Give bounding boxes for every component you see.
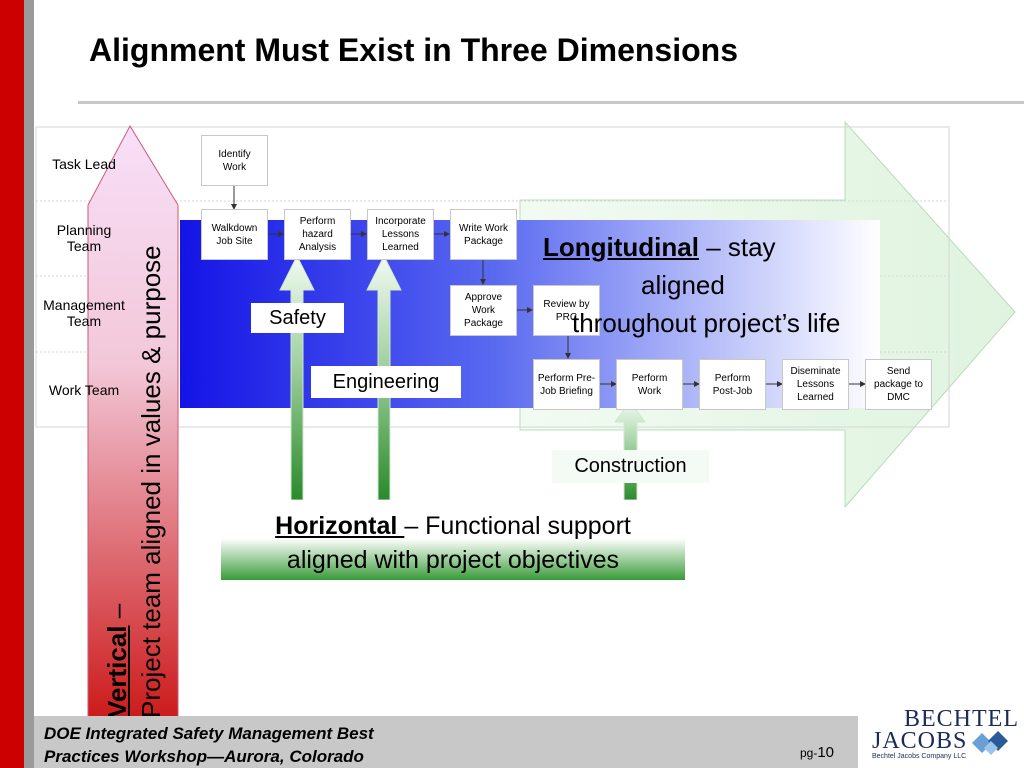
vertical-heading: Vertical [102, 625, 132, 718]
lane-label-management-team: Management Team [43, 297, 125, 329]
footer-line-1: DOE Integrated Safety Management Best [44, 724, 374, 743]
vertical-text-1: – [102, 603, 132, 626]
step-identify-work: Identify Work [201, 135, 268, 186]
logo-name-bottom: JACOBS [872, 728, 968, 754]
step-post-job: Perform Post-Job [699, 359, 766, 410]
step-approve-work-package: Approve Work Package [450, 285, 517, 336]
slide-title: Alignment Must Exist in Three Dimensions [89, 32, 738, 68]
swimlane-frame [35, 126, 950, 428]
lane-label-planning-team: Planning Team [56, 222, 112, 254]
page-number: pg-10 [800, 744, 834, 762]
logo-diamond-icon [972, 731, 1008, 755]
longitudinal-text-3: throughout project’s life [572, 308, 841, 338]
bechtel-jacobs-logo: BECHTEL JACOBS Bechtel Jacobs Company LL… [872, 706, 1019, 766]
longitudinal-text-2: aligned [641, 270, 725, 300]
footer-caption: DOE Integrated Safety Management Best Pr… [44, 722, 374, 768]
step-send-package-dmc: Send package to DMC [865, 359, 932, 410]
logo-tagline: Bechtel Jacobs Company LLC [872, 753, 967, 760]
step-perform-hazard-analysis: Perform hazard Analysis [284, 209, 351, 260]
lane-label-work-team: Work Team [48, 382, 120, 398]
logo-name-top: BECHTEL [904, 706, 1019, 732]
construction-label: Construction [552, 450, 709, 483]
horizontal-text-1: – Functional support [404, 512, 631, 540]
lane-label-task-lead: Task Lead [52, 156, 116, 172]
footer-bar [34, 716, 858, 768]
horizontal-heading: Horizontal [275, 512, 405, 540]
horizontal-text-2: aligned with project objectives [286, 546, 620, 574]
left-red-bar [0, 0, 24, 768]
longitudinal-text-1: – stay [698, 232, 776, 262]
vertical-caption: Vertical – Project team aligned in value… [100, 178, 180, 718]
step-review-by-prc: Review by PRC [533, 285, 600, 336]
engineering-label: Engineering [311, 366, 461, 398]
page-number-value: 10 [817, 744, 835, 761]
vertical-text-2: Project team aligned in values & purpose [136, 245, 166, 718]
step-disseminate-lessons: Diseminate Lessons Learned [782, 359, 849, 410]
left-gray-bar [24, 0, 34, 768]
longitudinal-heading: Longitudinal [543, 232, 699, 262]
step-pre-job-briefing: Perform Pre- Job Briefing [533, 359, 600, 410]
step-walkdown-job-site: Walkdown Job Site [201, 209, 268, 260]
step-perform-work: Perform Work [616, 359, 683, 410]
step-incorporate-lessons-learned: Incorporate Lessons Learned [367, 209, 434, 260]
page-prefix: pg- [800, 746, 818, 760]
title-divider [78, 101, 1024, 104]
horizontal-caption-box: Horizontal – Functional support aligned … [221, 500, 685, 580]
footer-line-2: Practices Workshop—Aurora, Colorado [44, 747, 364, 766]
longitudinal-caption: Longitudinal – stay aligned throughout p… [520, 228, 920, 342]
safety-label: Safety [251, 303, 344, 333]
step-write-work-package: Write Work Package [450, 209, 517, 260]
